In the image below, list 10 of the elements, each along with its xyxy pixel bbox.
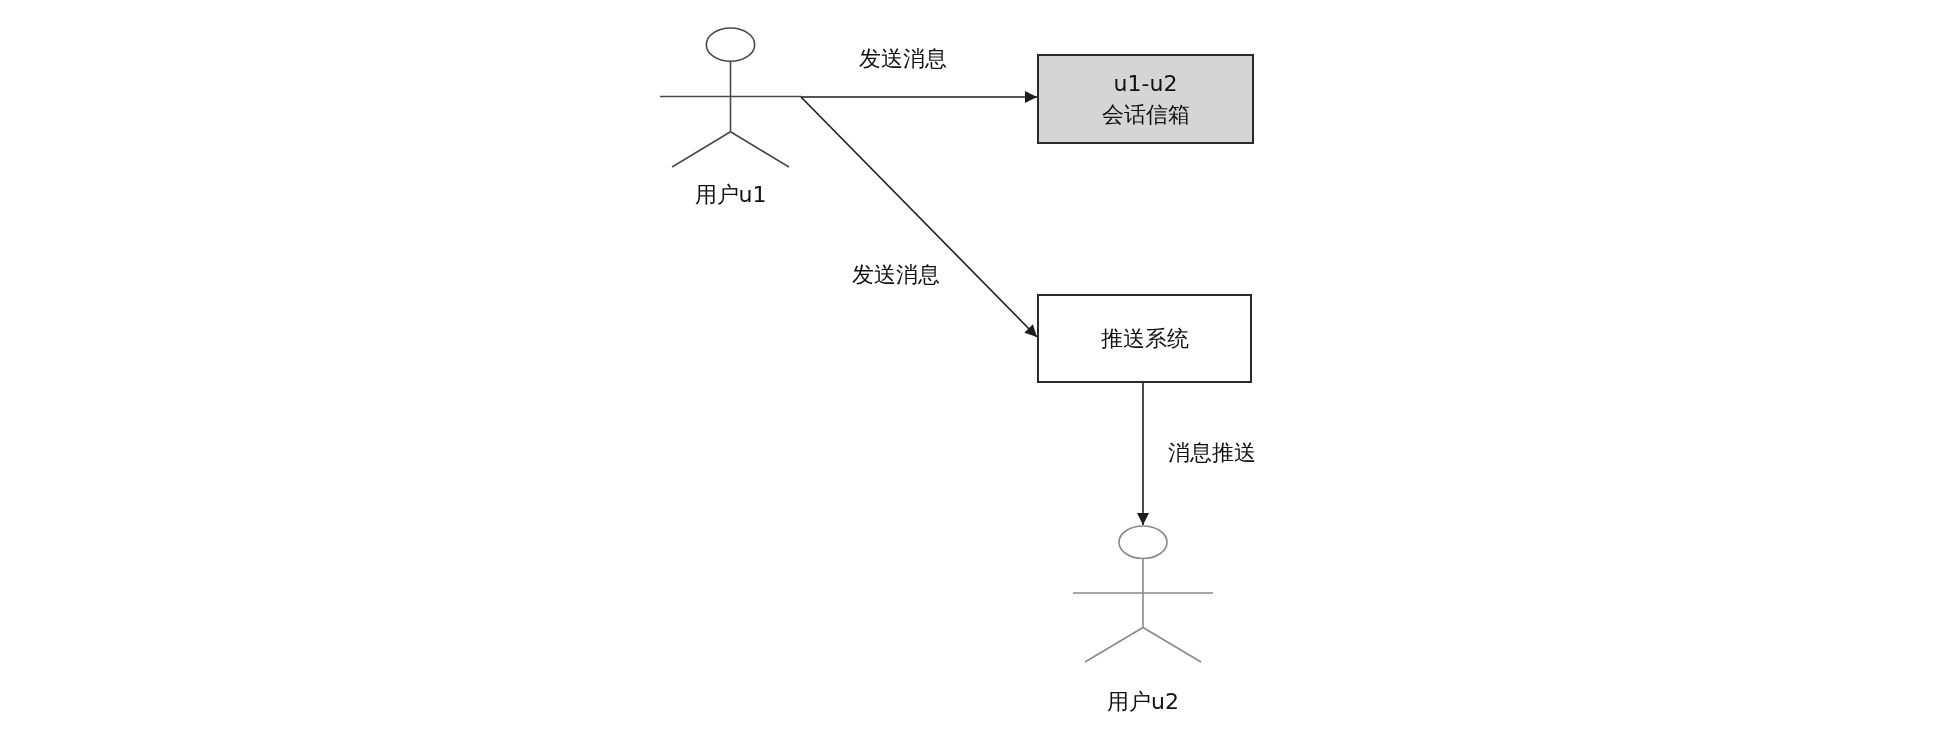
arrow xyxy=(800,96,1038,338)
edge-label: 发送消息 xyxy=(850,262,942,288)
arrow xyxy=(800,91,1038,103)
process-box: 推送系统 xyxy=(1037,294,1252,383)
process-box: u1-u2 会话信箱 xyxy=(1037,54,1254,144)
actor-label: 用户u1 xyxy=(693,182,768,208)
edge-label: 发送消息 xyxy=(857,46,949,72)
arrow xyxy=(1137,382,1149,526)
actor-label: 用户u2 xyxy=(1106,689,1180,715)
edge-label: 消息推送 xyxy=(1166,440,1258,466)
